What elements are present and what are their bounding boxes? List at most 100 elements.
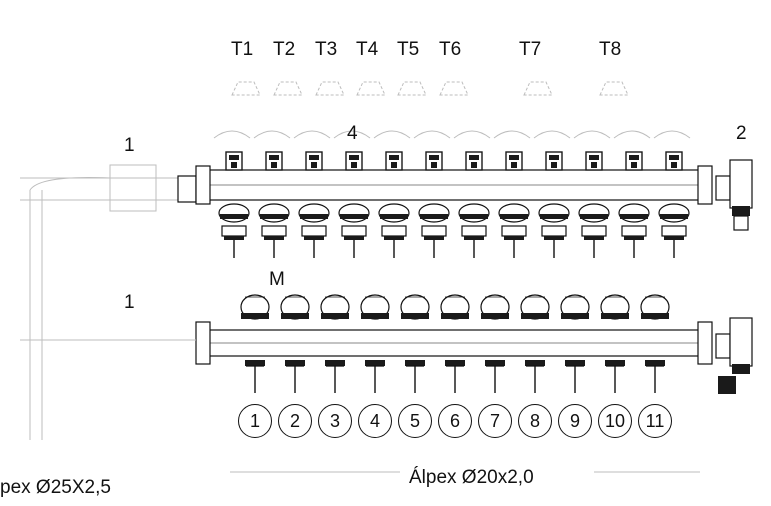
valve-nut-base <box>624 236 644 240</box>
drain-valve-return <box>718 376 736 394</box>
circuit-number-1: 1 <box>238 404 272 438</box>
valve-body <box>378 203 410 223</box>
actuator-top <box>509 155 519 160</box>
pipe-spec-right: Álpex Ø20x2,0 <box>409 467 534 488</box>
faint-arc <box>493 130 531 139</box>
flow-meter-band <box>281 313 309 319</box>
valve-body <box>658 203 690 223</box>
callout-m: M <box>269 269 285 290</box>
faint-arc <box>653 130 691 139</box>
outlet-nut <box>285 360 305 366</box>
actuator-pin <box>511 162 517 168</box>
actuator-pin <box>631 162 637 168</box>
circuit-number-10: 10 <box>598 404 632 438</box>
supply-end-fitting <box>715 175 731 201</box>
callout-1-supply: 1 <box>124 135 135 156</box>
flow-meter-band <box>561 313 589 319</box>
valve-band <box>380 214 408 219</box>
thermostat-outline <box>439 81 469 96</box>
valve-nut-base <box>584 236 604 240</box>
flow-meters <box>240 294 670 366</box>
circuit-number-3: 3 <box>318 404 352 438</box>
flow-meter-band <box>481 313 509 319</box>
faint-arc <box>293 130 331 139</box>
flow-meter-band <box>401 313 429 319</box>
valve-nut <box>661 225 687 237</box>
thermostat-outline <box>315 81 345 96</box>
callout-1-return: 1 <box>124 292 135 313</box>
actuator-top <box>669 155 679 160</box>
valve-body <box>458 203 490 223</box>
actuator-pin <box>231 162 237 168</box>
faint-arc <box>613 130 651 139</box>
supply-pipes <box>20 164 197 212</box>
thermostat-outline <box>231 81 261 96</box>
valve-nut <box>341 225 367 237</box>
valve-nut <box>381 225 407 237</box>
actuator-top <box>549 155 559 160</box>
valve-band <box>620 214 648 219</box>
valve-body <box>538 203 570 223</box>
actuator-pin <box>551 162 557 168</box>
supply-bar-left-cap <box>195 165 211 205</box>
valve-band <box>260 214 288 219</box>
faint-arc <box>333 130 371 139</box>
return-bar-left-cap <box>195 321 211 365</box>
return-bar-right-cap <box>697 321 713 365</box>
valve-body <box>218 203 250 223</box>
valve-body <box>298 203 330 223</box>
valve-band <box>460 214 488 219</box>
thermostat-outline <box>599 81 629 96</box>
return-manifold-bar <box>20 321 713 365</box>
faint-arc <box>533 130 571 139</box>
valve-band <box>340 214 368 219</box>
outlet-nut <box>245 360 265 366</box>
valve-band <box>300 214 328 219</box>
thermostat-label-t4: T4 <box>356 39 379 60</box>
valve-nut <box>421 225 447 237</box>
outlet-nut <box>645 360 665 366</box>
valve-nut <box>541 225 567 237</box>
faint-arc <box>253 130 291 139</box>
actuator-pin <box>351 162 357 168</box>
valve-nut <box>461 225 487 237</box>
valve-band <box>540 214 568 219</box>
outlet-nut <box>525 360 545 366</box>
valve-nut <box>621 225 647 237</box>
outlet-nut <box>365 360 385 366</box>
valve-nut-base <box>464 236 484 240</box>
circuit-number-4: 4 <box>358 404 392 438</box>
actuator-pin <box>391 162 397 168</box>
outlet-nut <box>405 360 425 366</box>
valve-nut <box>581 225 607 237</box>
supply-bar-right-cap <box>697 165 713 205</box>
thermostat-label-t6: T6 <box>439 39 462 60</box>
thermostat-outline <box>273 81 303 96</box>
actuator-pin <box>271 162 277 168</box>
supply-nut <box>177 175 197 203</box>
valve-nut-base <box>384 236 404 240</box>
air-vent-return <box>729 317 753 367</box>
circuit-number-2: 2 <box>278 404 312 438</box>
valve-band <box>220 214 248 219</box>
thermostat-label-t8: T8 <box>599 39 622 60</box>
actuator-pin <box>431 162 437 168</box>
circuit-number-7: 7 <box>478 404 512 438</box>
faint-arc <box>373 130 411 139</box>
valve-nut-base <box>224 236 244 240</box>
valve-body <box>258 203 290 223</box>
actuator-top <box>269 155 279 160</box>
flow-meter-band <box>441 313 469 319</box>
flow-meter-band <box>521 313 549 319</box>
valve-band <box>500 214 528 219</box>
valve-nut-base <box>664 236 684 240</box>
outlet-stems <box>233 240 675 393</box>
thermostat-label-t3: T3 <box>315 39 338 60</box>
air-vent-return-nut <box>732 364 750 374</box>
circuit-number-11: 11 <box>638 404 672 438</box>
flow-meter-band <box>241 313 269 319</box>
valve-nut-base <box>504 236 524 240</box>
actuator-pin <box>311 162 317 168</box>
valve-nut-base <box>304 236 324 240</box>
